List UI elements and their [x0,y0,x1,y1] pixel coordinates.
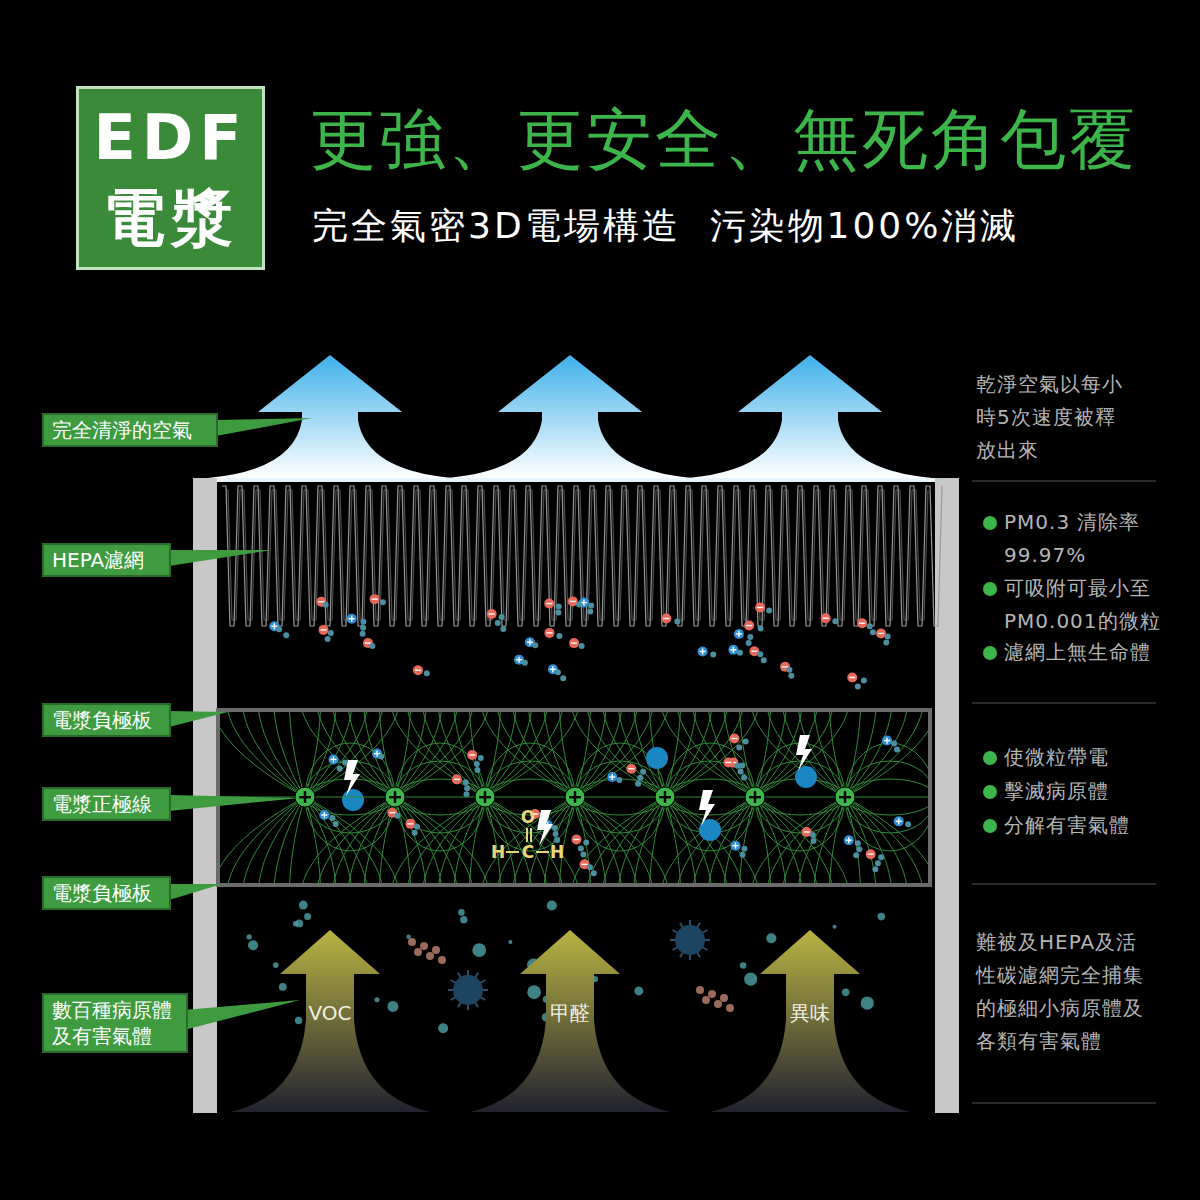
bullet-text: 分解有害氣體 [1004,809,1162,842]
callout-box: HEPA濾網 [42,543,171,577]
callout-pointers [169,418,312,1030]
brand-text: EDF 電漿 [86,98,256,258]
bullet-text: PM0.3 清除率 99.97% [1004,506,1154,572]
title: 更強、更安全、無死角包覆 [310,100,1138,180]
callout-text: 電漿負極板 [52,880,152,906]
pollutant-name: VOC [230,1000,430,1026]
pollutant-arrow: 異味 [710,928,910,1112]
lightning-bolts [344,735,812,846]
callout-box: 數百種病原體 及有害氣體 [42,993,188,1053]
callout-text: HEPA濾網 [52,547,144,573]
callout-text: 數百種病原體 及有害氣體 [52,997,178,1049]
brand-box: EDF 電漿 [76,86,265,270]
pollutant-arrow: 甲醛 [470,928,670,1112]
air-arrow [208,355,452,478]
air-arrow [448,355,692,478]
clean-air-arrows [208,355,935,482]
subtitle: 完全氣密3D電場構造 污染物100%消滅 [312,198,1132,254]
pollutant-name: 甲醛 [470,1000,670,1026]
pollutant-arrow: VOC [230,928,430,1112]
callout-text: 電漿正極線 [52,791,152,817]
atom-symbol: O [519,806,537,828]
electric-field-lines [220,712,928,883]
bullet-text: 濾網上無生命體 [1004,636,1162,669]
bullet-dots [983,516,997,833]
plasma-chamber [218,710,930,885]
atom-symbol: H [549,841,565,863]
note-text: 乾淨空氣以每小 時5次速度被釋 放出來 [976,368,1141,467]
housing-wall [935,478,959,1113]
hepa-pleats [222,486,942,626]
air-arrow [688,355,932,478]
callout-box: 電漿負極板 [42,876,171,910]
bullet-text: 擊滅病原體 [1004,775,1162,808]
pollutant-name: 異味 [710,1000,910,1026]
callout-box: 電漿負極板 [42,703,171,737]
outlet-edge [217,478,935,482]
atom-symbol: C [520,841,536,863]
atom-symbol: H [490,841,506,863]
bullet-text: 使微粒帶電 [1004,741,1162,774]
positive-electrodes [220,787,928,807]
bullet-text: 可吸附可最小至 PM0.001的微粒 [1004,572,1162,638]
callout-text: 完全清淨的空氣 [52,417,192,443]
callout-box: 完全清淨的空氣 [42,413,218,447]
callout-text: 電漿負極板 [52,707,152,733]
callout-box: 電漿正極線 [42,787,171,821]
note-text: 難被及HEPA及活 性碳濾網完全捕集 的極細小病原體及 各類有害氣體 [976,926,1156,1058]
